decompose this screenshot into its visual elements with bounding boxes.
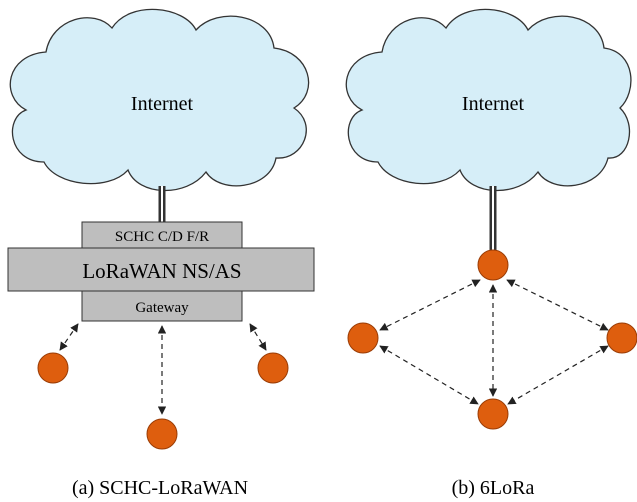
- link-right-bottom: [507, 345, 609, 405]
- right-diagram: Internet (b) 6LoRa: [345, 8, 637, 499]
- link-gateway-device-1: [59, 323, 79, 351]
- mesh-node-left: [347, 322, 379, 354]
- left-diagram: Internet SCHC C/D F/R LoRaWAN NS/AS Gate…: [7, 8, 315, 499]
- mesh-node-right: [606, 322, 637, 354]
- gateway-box: Gateway: [81, 290, 243, 322]
- caption-right: (b) 6LoRa: [452, 477, 535, 499]
- gateway-label: Gateway: [135, 300, 189, 316]
- link-gateway-device-3: [249, 323, 267, 351]
- internet-cloud-left: Internet: [9, 8, 310, 192]
- link-top-right: [506, 279, 609, 331]
- lorawan-ns-as-label: LoRaWAN NS/AS: [82, 259, 241, 283]
- link-left-bottom: [379, 345, 479, 405]
- end-device-left-3: [257, 352, 289, 384]
- cloud-label-right: Internet: [462, 93, 525, 115]
- lorawan-ns-as-box: LoRaWAN NS/AS: [7, 247, 315, 292]
- internet-cloud-right: Internet: [345, 8, 632, 192]
- caption-left: (a) SCHC-LoRaWAN: [72, 477, 248, 499]
- border-router-node: [477, 249, 509, 281]
- schc-layer-label: SCHC C/D F/R: [115, 229, 209, 245]
- link-top-left: [379, 279, 481, 331]
- mesh-node-bottom: [477, 398, 509, 430]
- end-device-left-1: [37, 352, 69, 384]
- end-device-left-2: [146, 418, 178, 450]
- schc-layer-box: SCHC C/D F/R: [81, 221, 243, 249]
- cloud-label-left: Internet: [131, 93, 194, 115]
